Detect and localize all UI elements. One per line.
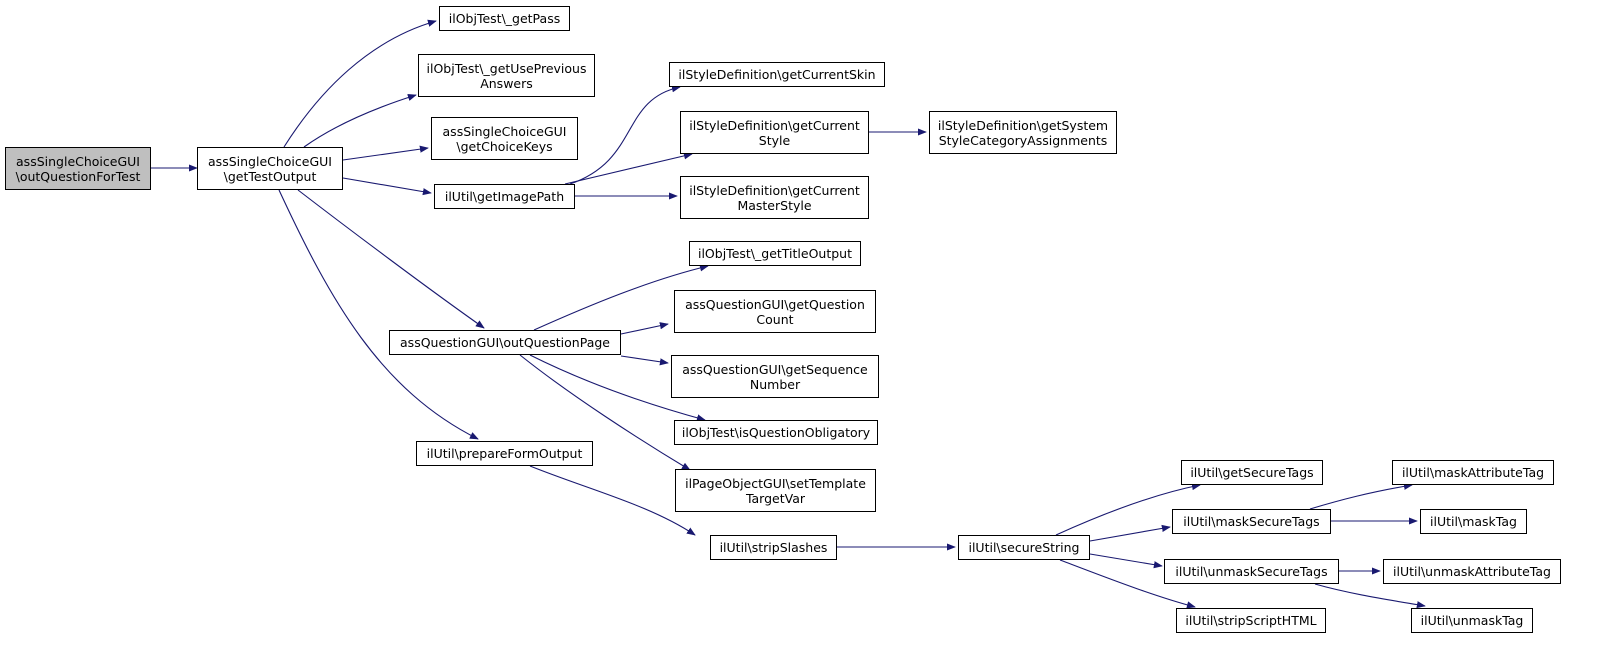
node-ilutil-maskattributetag[interactable]: ilUtil\maskAttributeTag — [1392, 460, 1554, 485]
call-edge-assquestiongui-outquestionpage-to-ilobjtest-isquestionobligatory — [529, 354, 706, 422]
node-ilutil-unmasktag[interactable]: ilUtil\unmaskTag — [1411, 608, 1533, 633]
node-ilobjtest-isquestionobligatory[interactable]: ilObjTest\isQuestionObligatory — [674, 420, 878, 445]
node-ilutil-getimagepath[interactable]: ilUtil\getImagePath — [434, 184, 575, 209]
node-ilstyledefinition-getsystemstylecategoryassignments[interactable]: ilStyleDefinition\getSystem StyleCategor… — [929, 111, 1117, 154]
node-ilutil-prepareformoutput[interactable]: ilUtil\prepareFormOutput — [416, 441, 593, 466]
node-ilpageobjectgui-settemplatetargetvar[interactable]: ilPageObjectGUI\setTemplate TargetVar — [675, 469, 876, 512]
call-edge-asssinglechoicegui-gettestoutput-to-ilutil-prepareformoutput — [278, 189, 479, 440]
call-edge-ilutil-securestring-to-ilutil-stripscripthtml — [1059, 559, 1196, 609]
node-ilutil-stripslashes[interactable]: ilUtil\stripSlashes — [710, 535, 837, 560]
call-edge-ilutil-masksecuretags-to-ilutil-maskattributetag — [1309, 482, 1413, 510]
call-edge-assquestiongui-outquestionpage-to-assquestiongui-getsequencenumber — [620, 355, 669, 366]
node-ilutil-unmasksecuretags[interactable]: ilUtil\unmaskSecureTags — [1164, 559, 1339, 584]
call-edge-asssinglechoicegui-gettestoutput-to-ilutil-getimagepath — [342, 177, 432, 196]
node-ilstyledefinition-getcurrentstyle[interactable]: ilStyleDefinition\getCurrent Style — [680, 111, 869, 154]
call-edge-asssinglechoicegui-gettestoutput-to-asssinglechoicegui-getchoicekeys — [342, 145, 429, 161]
call-edge-assquestiongui-outquestionpage-to-ilpageobjectgui-settemplatetargetvar — [519, 354, 691, 471]
node-ilutil-masktag[interactable]: ilUtil\maskTag — [1420, 509, 1527, 534]
node-ilobjtest-_getpass[interactable]: ilObjTest\_getPass — [439, 6, 570, 31]
node-ilutil-stripscripthtml[interactable]: ilUtil\stripScriptHTML — [1176, 608, 1326, 633]
node-ilobjtest-_gettitleoutput[interactable]: ilObjTest\_getTitleOutput — [689, 241, 861, 266]
call-edge-ilutil-securestring-to-ilutil-masksecuretags — [1089, 524, 1171, 542]
node-assquestiongui-outquestionpage[interactable]: assQuestionGUI\outQuestionPage — [389, 330, 621, 355]
node-ilobjtest-_getusepreviousanswers[interactable]: ilObjTest\_getUsePrevious Answers — [418, 54, 595, 97]
node-ilstyledefinition-getcurrentskin[interactable]: ilStyleDefinition\getCurrentSkin — [669, 62, 885, 87]
call-edge-ilutil-securestring-to-ilutil-getsecuretags — [1055, 483, 1201, 536]
node-ilutil-securestring[interactable]: ilUtil\secureString — [958, 535, 1090, 560]
call-edge-asssinglechoicegui-gettestoutput-to-assquestiongui-outquestionpage — [297, 189, 485, 329]
node-asssinglechoicegui-gettestoutput[interactable]: assSingleChoiceGUI \getTestOutput — [197, 147, 343, 190]
call-edge-ilutil-securestring-to-ilutil-unmasksecuretags — [1089, 553, 1163, 569]
node-assquestiongui-getquestioncount[interactable]: assQuestionGUI\getQuestion Count — [674, 290, 876, 333]
node-asssinglechoicegui-getchoicekeys[interactable]: assSingleChoiceGUI \getChoiceKeys — [431, 117, 578, 160]
call-edge-ilutil-getimagepath-to-ilstyledefinition-getcurrentskin — [569, 85, 681, 185]
node-assquestiongui-getsequencenumber[interactable]: assQuestionGUI\getSequence Number — [671, 355, 879, 398]
call-edge-assquestiongui-outquestionpage-to-assquestiongui-getquestioncount — [620, 322, 669, 335]
node-asssinglechoicegui-outquestionfortest[interactable]: assSingleChoiceGUI \outQuestionForTest — [5, 147, 151, 190]
node-ilutil-masksecuretags[interactable]: ilUtil\maskSecureTags — [1172, 509, 1331, 534]
call-edge-assquestiongui-outquestionpage-to-ilobjtest-_gettitleoutput — [533, 264, 709, 331]
node-ilutil-unmaskattributetag[interactable]: ilUtil\unmaskAttributeTag — [1383, 559, 1561, 584]
node-ilstyledefinition-getcurrentmasterstyle[interactable]: ilStyleDefinition\getCurrent MasterStyle — [680, 176, 869, 219]
call-edge-asssinglechoicegui-gettestoutput-to-ilobjtest-_getpass — [283, 19, 437, 148]
call-edge-asssinglechoicegui-gettestoutput-to-ilobjtest-_getusepreviousanswers — [303, 94, 417, 148]
node-ilutil-getsecuretags[interactable]: ilUtil\getSecureTags — [1181, 460, 1323, 485]
call-edge-ilutil-prepareformoutput-to-ilutil-stripslashes — [529, 465, 696, 536]
call-edge-ilutil-unmasksecuretags-to-ilutil-unmasktag — [1314, 583, 1426, 609]
call-edge-ilutil-getimagepath-to-ilstyledefinition-getcurrentstyle — [564, 152, 693, 185]
